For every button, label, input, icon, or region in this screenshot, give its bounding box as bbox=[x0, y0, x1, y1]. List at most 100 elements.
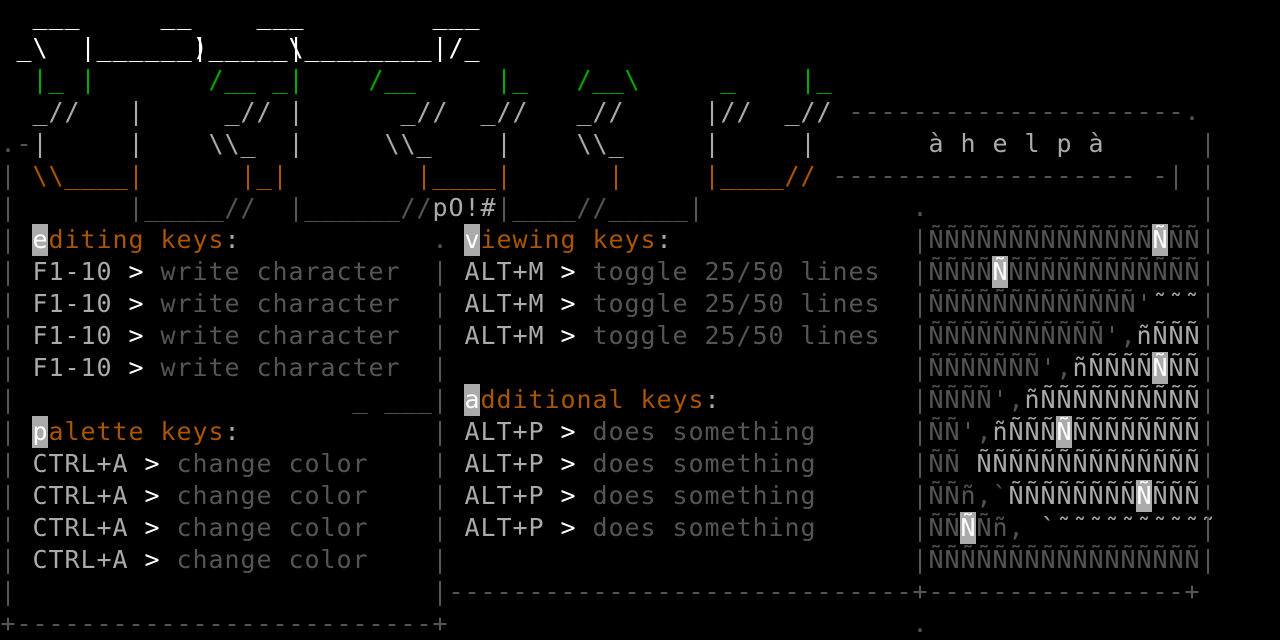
art-border: | bbox=[912, 385, 928, 414]
logo-art: | bbox=[800, 129, 816, 158]
arrow-icon: > bbox=[560, 321, 576, 350]
logo-art: |____//_____| bbox=[496, 193, 704, 222]
left-border: | bbox=[0, 257, 16, 286]
art-border: | bbox=[1200, 513, 1216, 542]
logo-art: | bbox=[80, 65, 96, 94]
middle-border: | bbox=[432, 513, 448, 542]
logo-art: _// bbox=[224, 97, 272, 126]
logo-art: | bbox=[128, 129, 144, 158]
logo-art: _| bbox=[272, 65, 304, 94]
logo-art: _\ bbox=[16, 33, 48, 62]
logo-art: | bbox=[288, 97, 304, 126]
art-pixels: ˜˜˜ bbox=[1152, 289, 1200, 318]
art-border: | bbox=[912, 225, 928, 254]
art-border: | bbox=[1200, 449, 1216, 478]
art-border: | bbox=[1200, 225, 1216, 254]
logo-art: \\____| bbox=[32, 161, 144, 190]
logo-art: | bbox=[496, 129, 512, 158]
art-border: | bbox=[912, 545, 928, 574]
art-border: | bbox=[1200, 545, 1216, 574]
arrow-icon: > bbox=[128, 321, 144, 350]
art-border: . bbox=[912, 193, 928, 222]
art-border: | bbox=[1200, 481, 1216, 510]
logo-art: |_| bbox=[240, 161, 288, 190]
art-border: | bbox=[912, 417, 928, 446]
logo-art: ---------------------. bbox=[848, 97, 1200, 126]
arrow-icon: > bbox=[128, 257, 144, 286]
logo-art: _// bbox=[480, 97, 528, 126]
left-border: | bbox=[0, 289, 16, 318]
viewing-keys-title-initial: v bbox=[464, 224, 480, 256]
art-pixels: `˜˜˜˜˜˜˜˜˜˜ bbox=[1040, 513, 1216, 542]
logo-art: _// bbox=[576, 97, 624, 126]
logo-art: \\_ bbox=[208, 129, 256, 158]
logo-art: |______// bbox=[288, 193, 432, 222]
arrow-icon: > bbox=[144, 449, 160, 478]
left-border: | bbox=[0, 385, 16, 414]
logo-art: _// bbox=[32, 97, 80, 126]
middle-border: | bbox=[432, 321, 448, 350]
art-border: | bbox=[1200, 353, 1216, 382]
palette-keys-title-initial: p bbox=[32, 416, 48, 448]
editing-keys-title-initial: e bbox=[32, 224, 48, 256]
middle-border: | bbox=[432, 353, 448, 382]
art-border: | bbox=[912, 257, 928, 286]
left-border: | bbox=[0, 353, 16, 382]
art-border: | bbox=[912, 481, 928, 510]
middle-border: | bbox=[432, 417, 448, 446]
logo-art: .- bbox=[0, 129, 32, 158]
logo-art: /__ bbox=[208, 65, 256, 94]
art-border: | bbox=[912, 513, 928, 542]
left-border: | bbox=[0, 417, 16, 446]
art-border: | bbox=[1200, 321, 1216, 350]
left-border: | bbox=[0, 321, 16, 350]
logo-art: | bbox=[608, 161, 624, 190]
arrow-icon: > bbox=[560, 481, 576, 510]
middle-border: _ ___| bbox=[352, 385, 448, 414]
logo-art: _// bbox=[400, 97, 448, 126]
additional-keys-title-initial: a bbox=[464, 384, 480, 416]
middle-border: . bbox=[432, 225, 448, 254]
arrow-icon: > bbox=[128, 289, 144, 318]
logo-art: ------------------- -| bbox=[832, 161, 1184, 190]
screen-row: |\\____||_||____|||____//---------------… bbox=[0, 160, 1280, 192]
